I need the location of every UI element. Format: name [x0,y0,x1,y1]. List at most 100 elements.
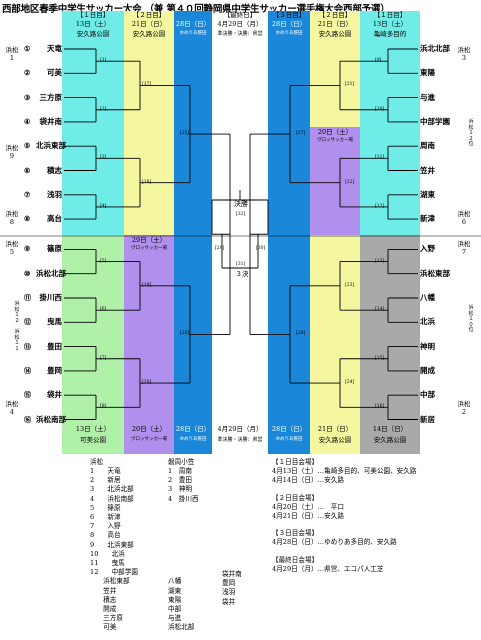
ftr-left-d2-date: 20日（土） [131,425,167,433]
match-number: [25] [180,131,190,137]
match-number: [3] [100,155,107,161]
final-match: [32] [236,212,246,217]
mid-right-venue: ヴロッサッカー場 [317,138,353,143]
col-left-d1-top [62,11,124,235]
right-vert-12: 浜松１２位 [468,119,474,148]
bottom-line: 11 曳馬 [90,559,125,567]
left-team-name: 積志 [47,165,62,175]
left-team-num: ⑪ [24,293,31,302]
left-team-name: 浜松北部 [36,268,66,278]
left-team-num: ⑩ [24,268,31,278]
match-number: [2] [100,106,107,112]
right-team-name: 笠井 [420,165,435,175]
mid-left-date: 29日（土） [131,236,167,244]
bottom-line: 三方原 [90,614,123,623]
bottom-line: 豊岡 [222,579,236,588]
right-team-name: 開成 [420,365,435,375]
left-vert-11: 浜松１１ [14,329,20,352]
hdr-right-d1-date: 13日（土） [372,20,408,28]
hdr-right-d2-date: 21日（日） [317,20,353,28]
left-team-num: ⑧ [24,214,31,224]
hdr-right-d2: 【２日目】 [318,11,352,19]
left-team-num: ④ [24,116,31,126]
mid-right-date: 20日（土） [317,128,353,136]
match-number: [1] [100,58,107,64]
bottom-line: 八幡 [168,577,182,586]
left-team-name: 豊岡 [47,365,62,375]
left-team-name: 天竜 [47,44,62,53]
page-title: 西部地区春季中学生サッカー大会 （兼 第４０回静岡県中学生サッカー選手権大会西部… [2,4,390,15]
match-number: [17] [142,82,152,88]
bottom-line: 浅羽 [222,588,236,597]
third-label: ３決 [235,270,249,278]
semi-right: [30] [256,246,266,251]
col-left-d2-bot [124,235,174,454]
hdr-left-d1-date: 13日（土） [75,20,111,28]
bottom-line: 9 北浜東部 [90,540,134,549]
left-team-num: ⑯ [24,414,31,424]
bottom-line: 与進 [168,614,182,623]
hdr-left-d3-venue: ゆめりあ磐田 [179,31,207,36]
left-team-num: ⑮ [24,390,31,400]
bottom-line: 湖東 [168,586,182,595]
col-right-d2-bot [310,235,360,454]
left-team-num: ③ [24,92,31,102]
bottom-line: 袋井 [222,597,236,606]
right-team-name: 湖東 [420,189,435,199]
left-team-num: ② [24,68,31,78]
bottom-line: 4 掛川西 [168,494,199,503]
right-team-name: 入野 [420,244,435,254]
ftr-right-d1-date: 14日（日） [372,425,408,433]
right-team-name: 東陽 [420,68,435,78]
bottom-line: 開成 [90,605,117,613]
left-team-num: ⑫ [24,317,31,327]
match-number: [7] [100,355,107,361]
third-match: [31] [236,262,246,267]
semi-left: [29] [215,246,225,251]
hdr-right-d3-venue: ゆめりあ磐田 [275,31,303,36]
bottom-line: 12 中部学園 [90,568,138,577]
venue-block-line: 4月20日（土）… 平口 [272,502,344,511]
match-number: [12] [375,203,385,209]
bottom-line: 袋井南 [222,570,242,578]
ftr-left-d3-date: 28日（日） [175,425,211,433]
bottom-line: 東陽 [168,595,182,604]
hdr-left-final: 【最終日】 [223,11,257,19]
match-number: [11] [375,155,385,161]
bottom-line: 2 新居 [90,476,121,485]
left-team-name: 篠原 [47,244,62,254]
bottom-line: 5 篠原 [90,503,121,512]
col-right-d1-top [360,11,420,235]
ftr-right-d3-venue: ゆめりあ磐田 [275,437,303,442]
ftr-left-d1-date: 13日（土） [75,425,111,433]
left-team-num: ⑭ [24,365,31,375]
left-team-name: 曳馬 [47,317,62,327]
bottom-line: 笠井 [90,586,117,595]
left-team-name: 三方原 [39,92,63,102]
final-label: 決勝 [234,200,248,208]
ftr-right-d1-venue: 安久路公園 [373,436,407,444]
venue-block-head: 【最終日会場】 [272,555,319,564]
bottom-line: 6 新津 [90,513,121,521]
bottom-line: 7 入野 [90,522,121,531]
match-number: [18] [142,179,152,185]
match-number: [9] [375,58,382,64]
col-left-d3-top [174,11,212,454]
ftr-left-d3-venue: ゆめりあ磐田 [179,437,207,442]
left-team-num: ⑬ [24,341,31,351]
left-team-num: ⑥ [24,165,31,175]
match-number: [15] [375,355,385,361]
left-team-name: 袋井 [47,390,62,400]
hdr-left-d2-venue: 安久路公園 [132,30,166,38]
match-number: [20] [142,380,152,386]
match-number: [24] [345,380,355,386]
col-right-d2-top1 [310,11,360,127]
venue-block-line: 4月21日（日）…安久路 [272,512,344,520]
hdr-left-d3-date: 28日（日） [175,20,211,28]
ftr-left-final-venue: 準決勝・決勝：県営 [217,437,263,443]
left-team-name: 可美 [47,68,62,78]
left-team-name: 掛川西 [39,293,63,302]
